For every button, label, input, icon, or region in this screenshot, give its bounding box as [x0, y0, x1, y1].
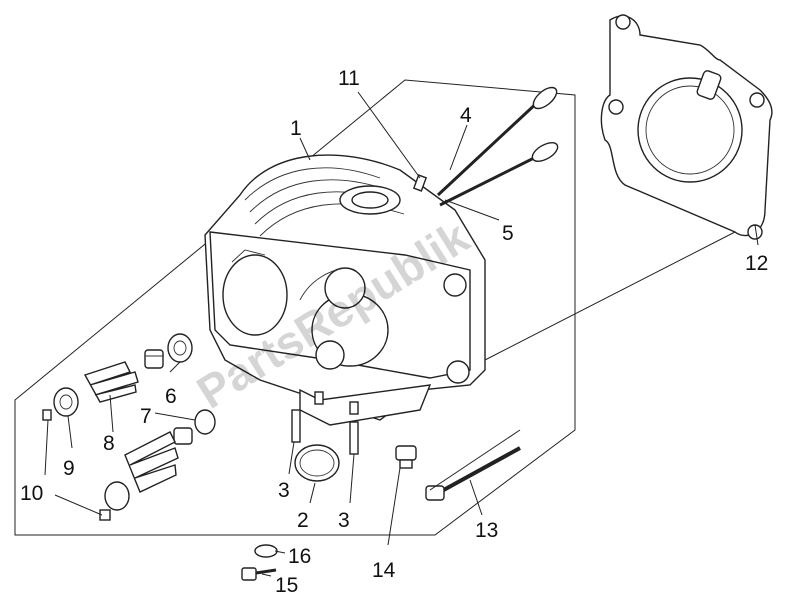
callout-16: 16	[288, 545, 311, 568]
assembly-frame	[14, 79, 576, 536]
bolt-part-13	[425, 446, 521, 501]
callout-11: 11	[338, 67, 360, 90]
plug-part-14	[395, 445, 417, 469]
cylinder-head	[204, 154, 486, 426]
callouts: 1 2 3 3 4 5 6 7 8 9 10 11 12 13 14 15 16	[20, 67, 768, 597]
dowel-pin-3a	[291, 409, 301, 443]
valve-cap-lower	[173, 427, 193, 445]
callout-5: 5	[502, 222, 514, 245]
spring-retainer-9	[53, 387, 79, 417]
head-gasket	[600, 14, 773, 240]
callout-6: 6	[165, 385, 177, 408]
callout-15: 15	[275, 574, 298, 597]
callout-10: 10	[20, 482, 43, 505]
bolt-part-15	[241, 567, 277, 581]
valve-spring-lower	[124, 431, 179, 493]
o-ring	[294, 444, 340, 482]
callout-1: 1	[290, 117, 302, 140]
callout-12: 12	[745, 252, 768, 275]
callout-14: 14	[372, 559, 396, 582]
stud-part-11	[412, 174, 428, 192]
exhaust-valve	[439, 142, 559, 207]
callout-7: 7	[140, 405, 152, 428]
callout-2: 2	[297, 509, 309, 532]
valve-seal-7	[194, 409, 216, 435]
leader-lines	[44, 91, 759, 577]
callout-13: 13	[475, 519, 498, 542]
valve-cap-upper	[144, 349, 164, 369]
callout-8: 8	[103, 432, 115, 455]
valve-key-lower	[99, 509, 111, 521]
valve-key-upper	[42, 409, 52, 421]
dowel-pin-3b	[349, 421, 359, 455]
callout-3b: 3	[338, 509, 350, 532]
spring-retainer-lower	[104, 481, 130, 511]
callout-3a: 3	[278, 479, 290, 502]
valve-seal-6	[167, 333, 193, 363]
callout-4: 4	[460, 104, 472, 127]
valve-spring-upper	[83, 361, 139, 403]
intake-valve	[436, 86, 558, 197]
callout-9: 9	[63, 457, 75, 480]
washer-part-16	[254, 544, 278, 558]
